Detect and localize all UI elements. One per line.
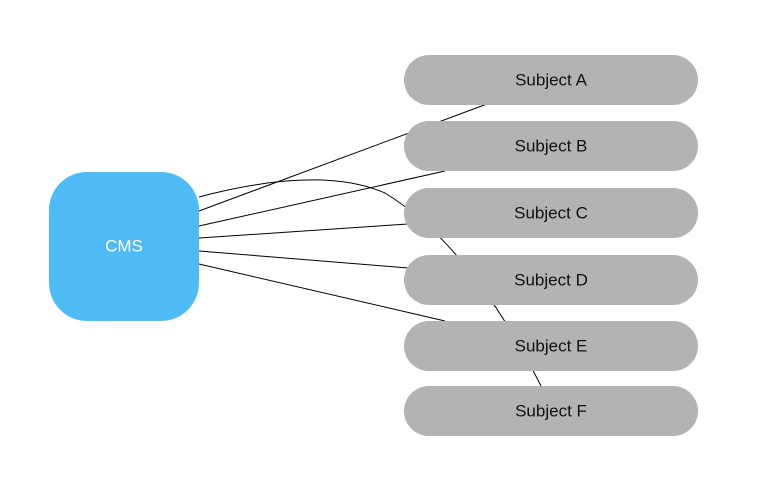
edge-cms-subject-d bbox=[198, 250, 409, 269]
subject-pill bbox=[404, 255, 698, 305]
subject-pill bbox=[404, 55, 698, 105]
subject-node-d[interactable]: Subject D bbox=[404, 255, 698, 305]
subject-node-c[interactable]: Subject C bbox=[404, 188, 698, 238]
subject-label: Subject B bbox=[515, 137, 588, 156]
subject-pill bbox=[404, 386, 698, 436]
subject-node-b[interactable]: Subject B bbox=[404, 121, 698, 171]
edge-cms-subject-b bbox=[198, 170, 446, 227]
edge-cms-subject-f bbox=[198, 179, 542, 387]
subject-label: Subject D bbox=[514, 271, 588, 290]
cms-hub-node[interactable]: CMS bbox=[49, 172, 199, 321]
subject-pill bbox=[404, 188, 698, 238]
subject-label: Subject F bbox=[515, 402, 587, 421]
subject-node-f[interactable]: Subject F bbox=[404, 386, 698, 436]
edge-cms-subject-c bbox=[198, 223, 409, 239]
subject-pill bbox=[404, 121, 698, 171]
subject-label: Subject E bbox=[515, 337, 588, 356]
subject-pill bbox=[404, 321, 698, 371]
subject-node-e[interactable]: Subject E bbox=[404, 321, 698, 371]
cms-label: CMS bbox=[105, 237, 143, 256]
subject-label: Subject A bbox=[515, 71, 587, 90]
edge-cms-subject-e bbox=[198, 263, 446, 322]
cms-hub-shape bbox=[49, 172, 199, 321]
subject-node-a[interactable]: Subject A bbox=[404, 55, 698, 105]
subject-label: Subject C bbox=[514, 204, 588, 223]
